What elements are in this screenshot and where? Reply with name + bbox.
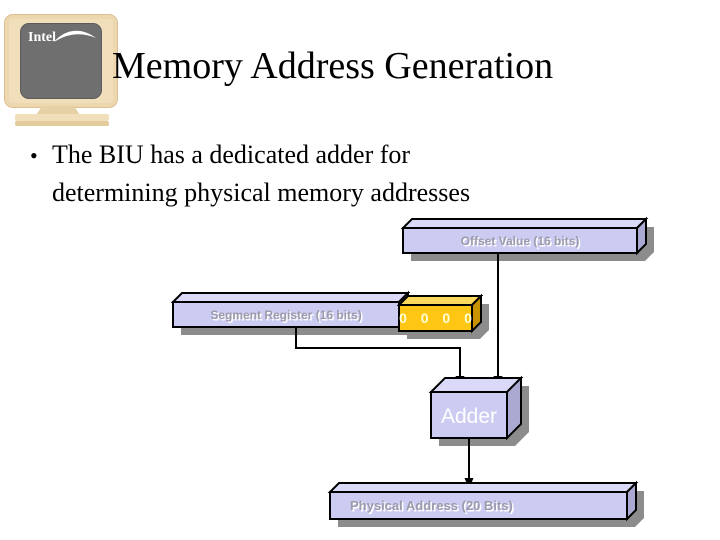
segment-to-adder-connector xyxy=(295,328,465,387)
intel-brand-text: Intel xyxy=(28,30,56,45)
zeros-box: 0 0 0 0 xyxy=(396,293,484,334)
monitor-screen: Intel xyxy=(20,23,102,99)
bullet-marker: • xyxy=(30,143,38,168)
bullet-text: The BIU has a dedicated adder for determ… xyxy=(52,136,470,212)
monitor-base-shadow xyxy=(15,121,109,126)
physical-box: Physical Address (20 Bits) Physical Addr… xyxy=(327,480,639,522)
segment-box-label-shadow: Segment Register (16 bits) xyxy=(212,310,363,324)
screen-glare-icon xyxy=(54,30,96,42)
monitor-case: Intel xyxy=(4,14,118,108)
zeros-box-label: 0 0 0 0 xyxy=(399,310,477,326)
segment-box-label: Segment Register (16 bits) xyxy=(210,308,361,322)
offset-box-label-shadow: Offset Value (16 bits) xyxy=(462,236,581,250)
page-title: Memory Address Generation xyxy=(112,45,554,87)
bullet-item: • The BIU has a dedicated adder for dete… xyxy=(30,136,630,212)
intel-monitor-logo: Intel xyxy=(0,0,130,130)
offset-box: Offset Value (16 bits) Offset Value (16 … xyxy=(400,216,649,256)
monitor-base xyxy=(15,114,109,121)
adder-box: Adder xyxy=(428,375,524,441)
bullet-line-2: determining physical memory addresses xyxy=(52,178,471,207)
offset-box-label: Offset Value (16 bits) xyxy=(461,234,580,248)
bullet-line-1: The BIU has a dedicated adder for xyxy=(52,140,411,169)
physical-box-label-shadow: Physical Address (20 Bits) xyxy=(352,500,515,515)
physical-box-label: Physical Address (20 Bits) xyxy=(350,498,513,513)
monitor-neck xyxy=(36,106,80,115)
segment-box: Segment Register (16 bits) Segment Regis… xyxy=(170,290,411,330)
adder-box-label: Adder xyxy=(441,405,497,428)
